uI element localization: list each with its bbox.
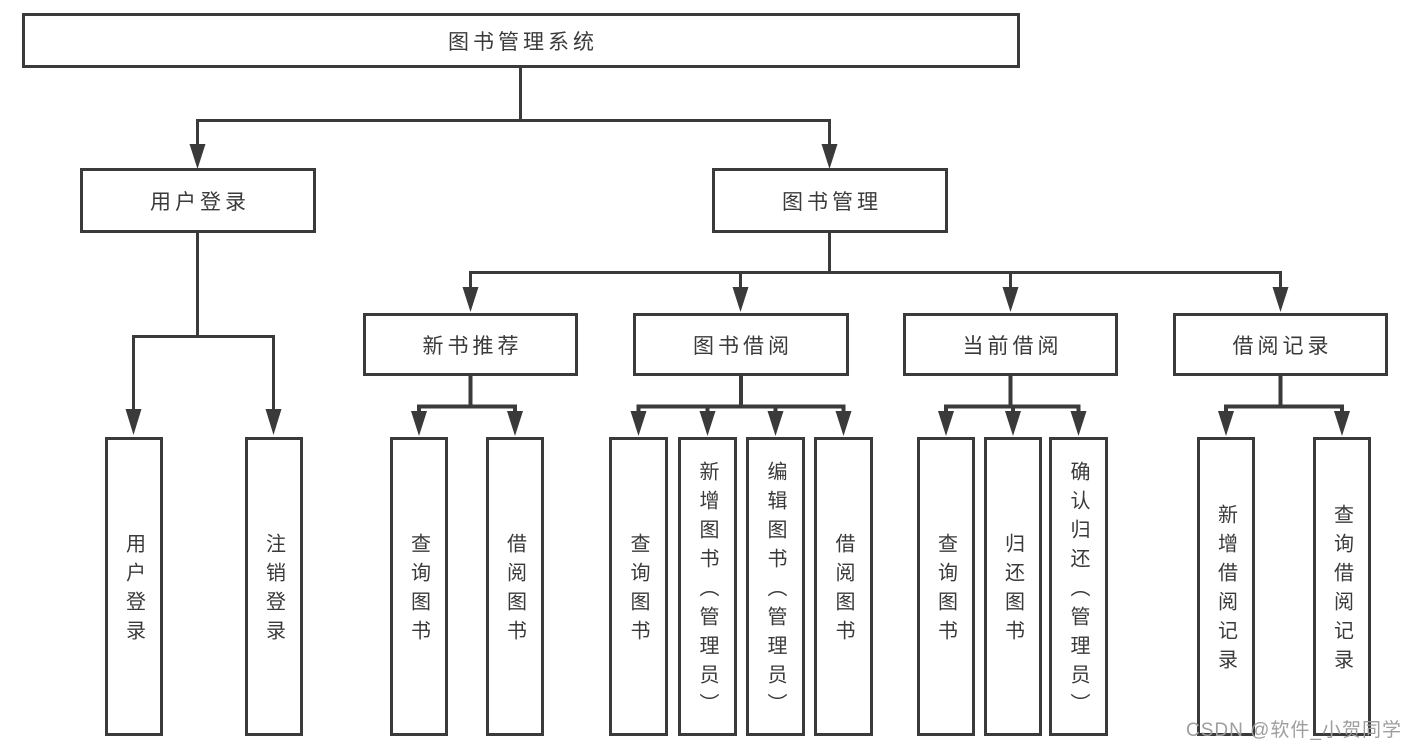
watermark-text: CSDN @软件_小贺同学	[1186, 720, 1402, 741]
node-root: 图书管理系统	[22, 13, 1020, 68]
node-new-book-recommend: 新书推荐	[363, 313, 578, 376]
leaf-add-borrow-record: 新增借阅记录	[1197, 437, 1255, 736]
arrowheads	[125, 144, 1350, 436]
leaf-user-login: 用户登录	[105, 437, 163, 736]
node-borrow-records: 借阅记录	[1173, 313, 1388, 376]
leaf-query-borrow-record: 查询借阅记录	[1313, 437, 1371, 736]
leaf-confirm-return-admin: 确认归还（管理员）	[1049, 437, 1108, 736]
leaf-add-books-admin: 新增图书（管理员）	[678, 437, 737, 736]
leaf-borrow-books: 借阅图书	[814, 437, 873, 736]
leaf-query-books-newbook: 查询图书	[390, 437, 448, 736]
leaf-query-books-current: 查询图书	[917, 437, 975, 736]
node-current-borrow: 当前借阅	[903, 313, 1118, 376]
leaf-edit-books-admin: 编辑图书（管理员）	[746, 437, 805, 736]
leaf-borrow-books-newbook: 借阅图书	[486, 437, 544, 736]
leaf-query-books-borrow: 查询图书	[609, 437, 668, 736]
node-user-login: 用户登录	[80, 168, 316, 233]
node-book-borrow: 图书借阅	[633, 313, 849, 376]
leaf-return-books: 归还图书	[984, 437, 1042, 736]
node-book-management: 图书管理	[712, 168, 948, 233]
leaf-logout-login: 注销登录	[245, 437, 303, 736]
